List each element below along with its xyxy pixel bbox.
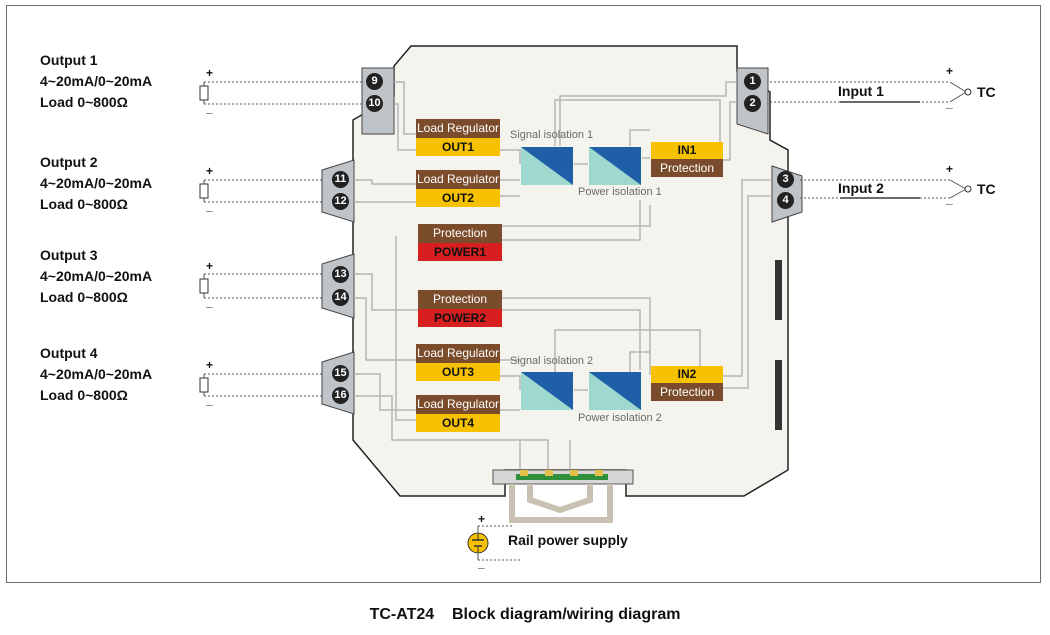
pin-3: 3 [777, 171, 794, 188]
power2-block: Protection POWER2 [418, 290, 502, 327]
load-regulator-label: Load Regulator [416, 395, 500, 414]
load-regulator-label: Load Regulator [416, 119, 500, 138]
output-2-label-group: Output 2 4~20mA/0~20mA Load 0~800Ω [40, 152, 152, 215]
pin-14: 14 [332, 289, 349, 306]
tc-sensor-label: TC [977, 84, 996, 100]
pin-16: 16 [332, 387, 349, 404]
rail-connector [492, 469, 634, 523]
output-load: Load 0~800Ω [40, 196, 128, 212]
terminal-block-13-14 [321, 253, 355, 319]
output-range: 4~20mA/0~20mA [40, 268, 153, 284]
tc-sensor-label: TC [977, 181, 996, 197]
power-isolation-1-label: Power isolation 1 [578, 186, 662, 198]
diagram-frame [6, 5, 1041, 583]
output-name: Output 4 [40, 345, 98, 361]
out4-label: OUT4 [416, 414, 500, 432]
output-load: Load 0~800Ω [40, 94, 128, 110]
out1-label: OUT1 [416, 138, 500, 156]
dc-supply-icon [467, 532, 489, 554]
pin-15: 15 [332, 365, 349, 382]
out3-label: OUT3 [416, 363, 500, 381]
rail-power-supply-label: Rail power supply [508, 532, 628, 548]
signal-isolator-2 [521, 372, 573, 410]
output-3-label-group: Output 3 4~20mA/0~20mA Load 0~800Ω [40, 245, 152, 308]
pin-9: 9 [366, 73, 383, 90]
in1-label: IN1 [651, 142, 723, 159]
resistor-icon [199, 278, 209, 294]
plus-sign: + [206, 259, 214, 273]
side-tab [775, 260, 782, 320]
power-isolation-2-label: Power isolation 2 [578, 412, 662, 424]
output-name: Output 2 [40, 154, 98, 170]
plus-sign: + [478, 512, 486, 526]
signal-isolator-1 [521, 147, 573, 185]
thermocouple-junction-icon [964, 88, 972, 96]
pin-2: 2 [744, 95, 761, 112]
protection-label: Protection [418, 290, 502, 309]
pin-4: 4 [777, 192, 794, 209]
resistor-icon [199, 85, 209, 101]
side-tab [775, 360, 782, 430]
resistor-icon [199, 183, 209, 199]
terminal-block-15-16 [321, 351, 355, 415]
in1-block: IN1 Protection [651, 142, 723, 177]
power-isolator-2 [589, 372, 641, 410]
output-range: 4~20mA/0~20mA [40, 73, 153, 89]
plus-sign: + [206, 164, 214, 178]
power2-label: POWER2 [418, 309, 502, 327]
minus-sign: _ [946, 96, 953, 110]
power1-label: POWER1 [418, 243, 502, 261]
terminal-block-11-12 [321, 159, 355, 223]
pin-11: 11 [332, 171, 349, 188]
minus-sign: _ [206, 199, 213, 213]
signal-isolation-2-label: Signal isolation 2 [510, 355, 594, 367]
power-isolator-1 [589, 147, 641, 185]
load-regulator-label: Load Regulator [416, 344, 500, 363]
output-load: Load 0~800Ω [40, 387, 128, 403]
diagram-caption: TC-AT24 Block diagram/wiring diagram [369, 606, 681, 623]
power1-block: Protection POWER1 [418, 224, 502, 261]
out2-label: OUT2 [416, 189, 500, 207]
in2-block: IN2 Protection [651, 366, 723, 401]
plus-sign: + [946, 64, 954, 78]
pin-1: 1 [744, 73, 761, 90]
protection-label: Protection [651, 383, 723, 401]
signal-isolation-1-label: Signal isolation 1 [510, 129, 594, 141]
pin-12: 12 [332, 193, 349, 210]
protection-label: Protection [418, 224, 502, 243]
plus-sign: + [206, 358, 214, 372]
minus-sign: _ [206, 295, 213, 309]
minus-sign: _ [478, 556, 485, 570]
minus-sign: _ [206, 101, 213, 115]
plus-sign: + [206, 66, 214, 80]
thermocouple-junction-icon [964, 185, 972, 193]
minus-sign: _ [206, 393, 213, 407]
minus-sign: _ [946, 192, 953, 206]
in2-label: IN2 [651, 366, 723, 383]
plus-sign: + [946, 162, 954, 176]
input-1-label: Input 1 [838, 83, 884, 99]
pin-10: 10 [366, 95, 383, 112]
output-range: 4~20mA/0~20mA [40, 175, 153, 191]
output-load: Load 0~800Ω [40, 289, 128, 305]
output-name: Output 1 [40, 52, 98, 68]
output-4-label-group: Output 4 4~20mA/0~20mA Load 0~800Ω [40, 343, 152, 406]
output-name: Output 3 [40, 247, 98, 263]
resistor-icon [199, 377, 209, 393]
load-regulator-label: Load Regulator [416, 170, 500, 189]
pin-13: 13 [332, 266, 349, 283]
output-range: 4~20mA/0~20mA [40, 366, 153, 382]
protection-label: Protection [651, 159, 723, 177]
out4-block: Load Regulator OUT4 [416, 395, 500, 432]
out2-block: Load Regulator OUT2 [416, 170, 500, 207]
out3-block: Load Regulator OUT3 [416, 344, 500, 381]
input-2-label: Input 2 [838, 180, 884, 196]
out1-block: Load Regulator OUT1 [416, 119, 500, 156]
output-1-label-group: Output 1 4~20mA/0~20mA Load 0~800Ω [40, 50, 152, 113]
